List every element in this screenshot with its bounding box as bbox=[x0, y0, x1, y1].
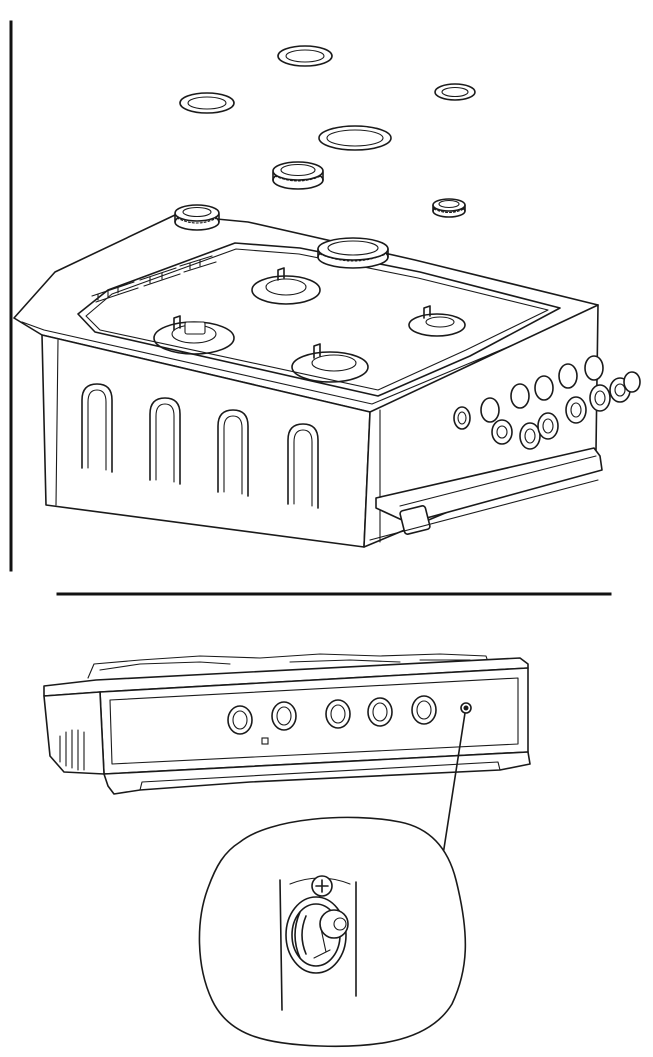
burner-back-left bbox=[174, 204, 220, 231]
burner-base-middle bbox=[251, 267, 321, 305]
loose-burner-parts bbox=[179, 45, 476, 218]
knob-4 bbox=[534, 375, 559, 440]
ignition-button-detail bbox=[285, 896, 349, 974]
knob-1 bbox=[453, 406, 471, 430]
installed-burners bbox=[153, 204, 466, 383]
knob-3 bbox=[510, 383, 541, 450]
front-knob-3 bbox=[325, 699, 351, 729]
knob-5 bbox=[558, 363, 587, 424]
indicator-light bbox=[261, 737, 269, 745]
ignition-button bbox=[460, 702, 472, 714]
burner-ring-right-small bbox=[434, 83, 476, 101]
burner-crown-middle bbox=[272, 161, 324, 190]
front-knob-1 bbox=[227, 705, 253, 735]
cooktop-inner-plate bbox=[77, 242, 561, 397]
door-handle bbox=[369, 447, 603, 541]
burner-ring-top bbox=[277, 45, 333, 67]
knob-7 bbox=[609, 371, 641, 403]
front-knob-5 bbox=[411, 695, 437, 725]
front-knob-4 bbox=[367, 697, 393, 727]
front-vent-arches bbox=[81, 383, 319, 509]
screw-icon bbox=[311, 875, 333, 897]
front-knob-2 bbox=[271, 701, 297, 731]
detail-view bbox=[198, 816, 467, 1048]
burner-base-front-center bbox=[291, 343, 369, 383]
knob-2 bbox=[480, 397, 513, 445]
cooktop-body bbox=[13, 214, 603, 548]
burner-back-center bbox=[317, 237, 389, 269]
burner-crown-right bbox=[432, 198, 466, 218]
burner-ring-large bbox=[318, 125, 392, 151]
knob-6 bbox=[584, 355, 611, 412]
burner-ring-left bbox=[179, 92, 235, 114]
front-view bbox=[43, 653, 531, 795]
burner-base-front-left bbox=[153, 315, 235, 355]
control-strip-markings bbox=[91, 255, 217, 303]
burner-base-right bbox=[408, 305, 466, 337]
side-knobs bbox=[453, 355, 641, 450]
